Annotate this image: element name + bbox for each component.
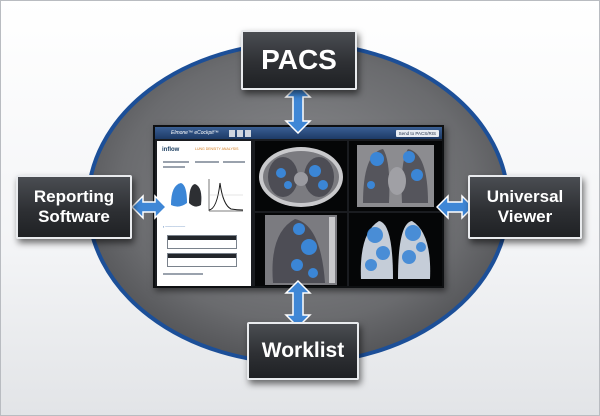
reporting-software-node: Reporting Software bbox=[16, 175, 132, 239]
pacs-double-arrow bbox=[284, 84, 312, 134]
reporting-label-line1: Reporting bbox=[33, 186, 115, 206]
report-logo: inflow bbox=[162, 147, 180, 153]
worklist-double-arrow bbox=[284, 280, 312, 328]
worklist-label: Worklist bbox=[261, 339, 345, 362]
toolbar-icons bbox=[228, 129, 251, 137]
report-text-line bbox=[163, 166, 185, 168]
viewer-label-line1: Universal bbox=[486, 186, 564, 206]
worklist-node: Worklist bbox=[247, 322, 359, 380]
pacs-label: PACS bbox=[261, 44, 337, 75]
report-table bbox=[167, 235, 237, 249]
toolbar-tool-icon bbox=[236, 129, 243, 137]
report-title: LUNG DENSITY ANALYSIS bbox=[195, 147, 239, 151]
report-text-line bbox=[163, 273, 203, 275]
volume-rendering-view bbox=[349, 213, 442, 286]
axial-ct-view bbox=[255, 141, 347, 211]
report-panel: inflow LUNG DENSITY ANALYSIS ▪ ──────── bbox=[157, 141, 251, 286]
reporting-double-arrow bbox=[131, 194, 167, 220]
toolbar-tool-icon bbox=[228, 129, 235, 137]
report-lung-chart bbox=[171, 179, 244, 212]
center-software-screenshot: Elmone™ eCockpit™ Send to PACS/RIS inflo… bbox=[153, 125, 444, 288]
send-to-pacs-button[interactable]: Send to PACS/RIS bbox=[395, 129, 439, 137]
report-text-line bbox=[223, 161, 245, 163]
toolbar-tool-icon bbox=[244, 129, 251, 137]
report-table bbox=[167, 253, 237, 267]
viewer-label-line2: Viewer bbox=[497, 207, 553, 226]
coronal-ct-view bbox=[349, 141, 442, 211]
report-section-heading: ▪ ──────── bbox=[163, 225, 186, 229]
sagittal-ct-view bbox=[255, 213, 347, 286]
report-text-line bbox=[163, 161, 189, 163]
app-name: Elmone™ eCockpit™ bbox=[171, 130, 219, 136]
reporting-label-line2: Software bbox=[38, 207, 110, 226]
report-text-line bbox=[195, 161, 219, 163]
pacs-node: PACS bbox=[241, 30, 357, 90]
universal-viewer-node: Universal Viewer bbox=[468, 175, 582, 239]
